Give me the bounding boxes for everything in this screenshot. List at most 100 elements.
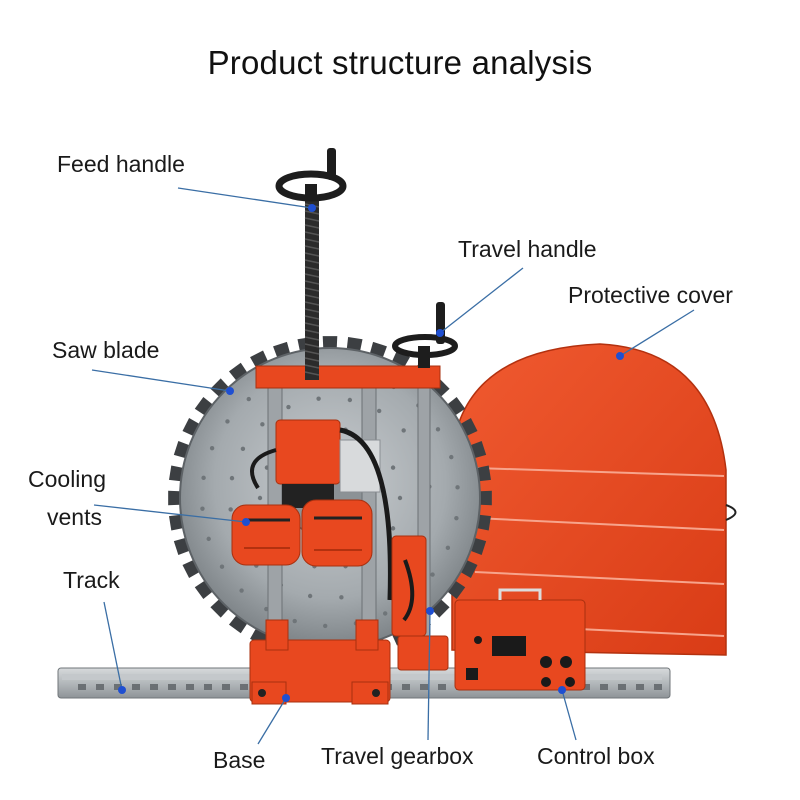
rail-rack-tooth [168, 684, 176, 690]
blade-hole [260, 422, 265, 427]
rail-rack-tooth [438, 684, 446, 690]
blade-hole [445, 545, 451, 551]
blade-hole [454, 515, 459, 521]
screw-thread [304, 357, 320, 362]
rail-rack-tooth [600, 684, 608, 690]
rail-rack-tooth [132, 684, 140, 690]
feed-handle [275, 148, 347, 202]
label-saw-blade: Saw blade [52, 337, 160, 363]
blade-tooth [346, 337, 363, 352]
screw-thread [304, 259, 320, 264]
diagram-title: Product structure analysis [207, 44, 593, 81]
screw-thread [304, 350, 320, 355]
blade-hole [397, 495, 403, 501]
label-base: Base [213, 747, 266, 773]
rail-rack-tooth [618, 684, 626, 690]
screw-thread [304, 294, 320, 299]
rail-rack-tooth [654, 684, 662, 690]
screw-thread [304, 343, 320, 348]
blade-hole [239, 588, 244, 593]
screw-thread [304, 315, 320, 320]
screw-thread [304, 364, 320, 369]
blade-hole [219, 564, 225, 569]
blade-hole [209, 445, 215, 451]
blade-hole [257, 495, 263, 501]
screw-thread [304, 217, 320, 222]
base [249, 619, 391, 705]
blade-hole [347, 397, 353, 403]
blade-hole [286, 404, 291, 410]
blade-hole [246, 396, 251, 402]
rail-rack-tooth [150, 684, 158, 690]
blade-hole [307, 593, 313, 599]
travel-gearbox [391, 535, 449, 671]
rail-rack-tooth [240, 684, 248, 690]
blade-hole [382, 611, 388, 616]
label-cooling-vents-line2: vents [47, 504, 102, 530]
label-feed-handle: Feed handle [57, 151, 185, 177]
screw-thread [304, 371, 320, 376]
motor-assembly [250, 419, 393, 601]
blade-hole [240, 446, 246, 452]
blade-tooth [476, 514, 491, 531]
blade-hole [339, 595, 344, 600]
screw-thread [304, 301, 320, 306]
blade-tooth [476, 465, 491, 482]
label-cooling-vents-line1: Cooling [28, 466, 106, 492]
blade-tooth [228, 362, 248, 381]
rail-rack-tooth [78, 684, 86, 690]
blade-hole [430, 572, 435, 577]
label-travel-handle: Travel handle [458, 236, 597, 262]
blade-tooth [169, 514, 184, 531]
rail-rack-tooth [96, 684, 104, 690]
screw-thread [304, 329, 320, 334]
blade-hole [206, 536, 211, 542]
blade-hole [435, 427, 441, 432]
screw-thread [304, 287, 320, 292]
blade-hole [228, 507, 233, 512]
blade-tooth [168, 490, 181, 506]
screw-thread [304, 308, 320, 313]
rail-rack-tooth [420, 684, 428, 690]
screw-thread [304, 231, 320, 236]
rail-rack-tooth [204, 684, 212, 690]
blade-tooth [228, 615, 248, 634]
blade-hole [455, 485, 460, 490]
screw-thread [304, 336, 320, 341]
blade-hole [225, 419, 230, 424]
blade-tooth [447, 580, 466, 600]
blade-tooth [479, 490, 492, 506]
blade-hole [316, 396, 321, 401]
screw-thread [304, 245, 320, 250]
rail-rack-tooth [582, 684, 590, 690]
label-control-box: Control box [537, 743, 655, 769]
blade-hole [264, 606, 269, 612]
rail-rack-tooth [222, 684, 230, 690]
screw-thread [304, 224, 320, 229]
blade-tooth [447, 396, 466, 416]
label-protective-cover: Protective cover [568, 282, 733, 308]
blade-hole [390, 465, 396, 470]
screw-thread [304, 252, 320, 257]
rail-rack-tooth [186, 684, 194, 690]
leader-lines [91, 187, 695, 745]
blade-tooth [194, 396, 213, 416]
blade-hole [229, 475, 235, 481]
blade-hole [200, 506, 205, 511]
blade-hole [376, 408, 382, 414]
screw-thread [304, 280, 320, 285]
rail-rack-tooth [114, 684, 122, 690]
blade-tooth [210, 378, 229, 397]
screw-thread [304, 266, 320, 271]
blade-hole [401, 428, 406, 433]
control-box [454, 588, 586, 691]
blade-hole [449, 454, 454, 460]
screw-thread [304, 322, 320, 327]
screw-thread [304, 238, 320, 243]
rail-rack-tooth [402, 684, 410, 690]
label-travel-gearbox: Travel gearbox [321, 743, 474, 769]
blade-hole [201, 475, 206, 481]
rail-rack-tooth [636, 684, 644, 690]
screw-thread [304, 273, 320, 278]
